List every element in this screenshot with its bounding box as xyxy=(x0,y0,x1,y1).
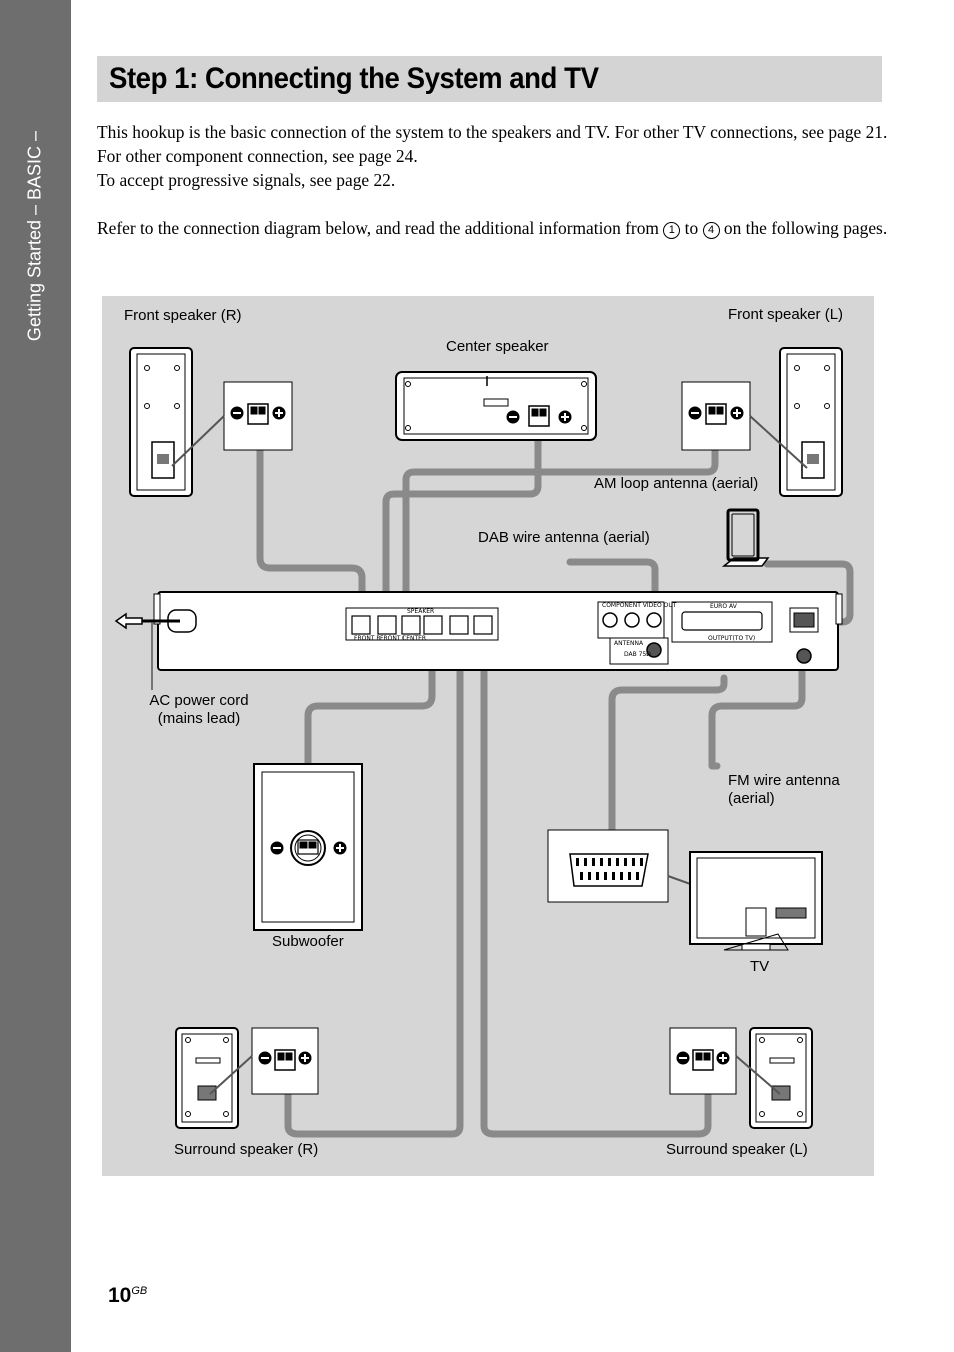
cables xyxy=(256,430,854,1138)
label-fm-antenna: FM wire antenna (aerial) xyxy=(728,772,840,808)
unit-label-center: CENTER xyxy=(402,635,426,642)
label-ac-cord: AC power cord (mains lead) xyxy=(124,692,274,728)
label-dab-antenna: DAB wire antenna (aerial) xyxy=(478,529,650,546)
label-surround-r: Surround speaker (R) xyxy=(174,1141,319,1158)
label-surround-l: Surround speaker (L) xyxy=(666,1141,808,1158)
page-title: Step 1: Connecting the System and TV xyxy=(109,62,599,95)
scart-connector xyxy=(547,829,775,915)
unit-label-euro-av: EURO AV xyxy=(710,603,738,610)
unit-label-dab: DAB 75Ω xyxy=(624,651,651,658)
main-unit xyxy=(153,591,843,671)
cable-subwoofer xyxy=(304,632,436,820)
cable-front-r xyxy=(256,430,366,620)
label-fm-antenna-line2: (aerial) xyxy=(728,790,775,807)
label-tv: TV xyxy=(750,958,770,975)
intro-refer: Refer to the connection diagram below, a… xyxy=(97,216,897,240)
label-front-speaker-r: Front speaker (R) xyxy=(124,307,242,324)
unit-label-component-video: COMPONENT VIDEO OUT xyxy=(602,602,677,609)
cable-scart xyxy=(608,674,728,845)
surround-speaker-r xyxy=(175,1027,239,1129)
label-ac-cord-line1: AC power cord xyxy=(149,692,249,709)
cable-front-l xyxy=(402,430,719,620)
front-speaker-l xyxy=(779,347,843,497)
label-ac-cord-line2: (mains lead) xyxy=(157,710,241,727)
label-fm-antenna-line1: FM wire antenna xyxy=(728,772,840,789)
label-am-antenna: AM loop antenna (aerial) xyxy=(594,475,759,492)
diagram-canvas: SPEAKER FRONT R FRONT L CENTER COMPONENT… xyxy=(102,296,874,1176)
front-r-terminal xyxy=(171,381,293,467)
label-subwoofer: Subwoofer xyxy=(272,933,344,950)
side-tab: Getting Started – BASIC – xyxy=(0,0,71,1352)
intro-text: This hookup is the basic connection of t… xyxy=(97,120,897,240)
intro-line-1: This hookup is the basic connection of t… xyxy=(97,122,888,166)
surround-l-terminal xyxy=(669,1027,781,1095)
unit-label-output-to-tv: OUTPUT(TO TV) xyxy=(708,635,755,642)
surround-r-terminal xyxy=(209,1027,319,1095)
unit-label-speaker: SPEAKER xyxy=(407,608,434,615)
subwoofer xyxy=(253,763,363,931)
cable-center xyxy=(382,430,542,620)
unit-label-front-l: FRONT L xyxy=(380,635,406,642)
front-speaker-r xyxy=(129,347,193,497)
page-number-suffix: GB xyxy=(131,1285,148,1297)
unit-label-front-r: FRONT R xyxy=(354,635,381,642)
cable-surround-r xyxy=(284,632,464,1138)
marker-start: 1 xyxy=(663,222,681,239)
cable-surround-l xyxy=(480,632,712,1138)
page-number: 10GB xyxy=(108,1284,147,1308)
ac-plug-icon xyxy=(114,612,180,690)
label-center-speaker: Center speaker xyxy=(446,338,549,355)
front-l-terminal xyxy=(681,381,808,469)
cable-fm-antenna xyxy=(708,637,806,770)
marker-end: 4 xyxy=(702,222,720,239)
page-number-value: 10 xyxy=(108,1284,132,1307)
refer-after: on the following pages. xyxy=(723,218,888,238)
refer-middle: to xyxy=(684,218,699,238)
intro-line-2: To accept progressive signals, see page … xyxy=(97,170,396,190)
cable-dab xyxy=(566,558,659,650)
unit-label-antenna: ANTENNA xyxy=(614,640,644,647)
surround-speaker-l xyxy=(749,1027,813,1129)
title-bar: Step 1: Connecting the System and TV xyxy=(97,56,882,102)
cable-am-antenna xyxy=(763,560,854,626)
side-tab-label: Getting Started – BASIC – xyxy=(24,130,45,342)
tv xyxy=(689,851,823,951)
label-front-speaker-l: Front speaker (L) xyxy=(728,306,844,323)
connection-diagram: SPEAKER FRONT R FRONT L CENTER COMPONENT… xyxy=(102,296,874,1176)
refer-before: Refer to the connection diagram below, a… xyxy=(97,218,659,238)
center-speaker xyxy=(395,371,597,441)
am-loop-antenna-icon xyxy=(721,508,770,567)
